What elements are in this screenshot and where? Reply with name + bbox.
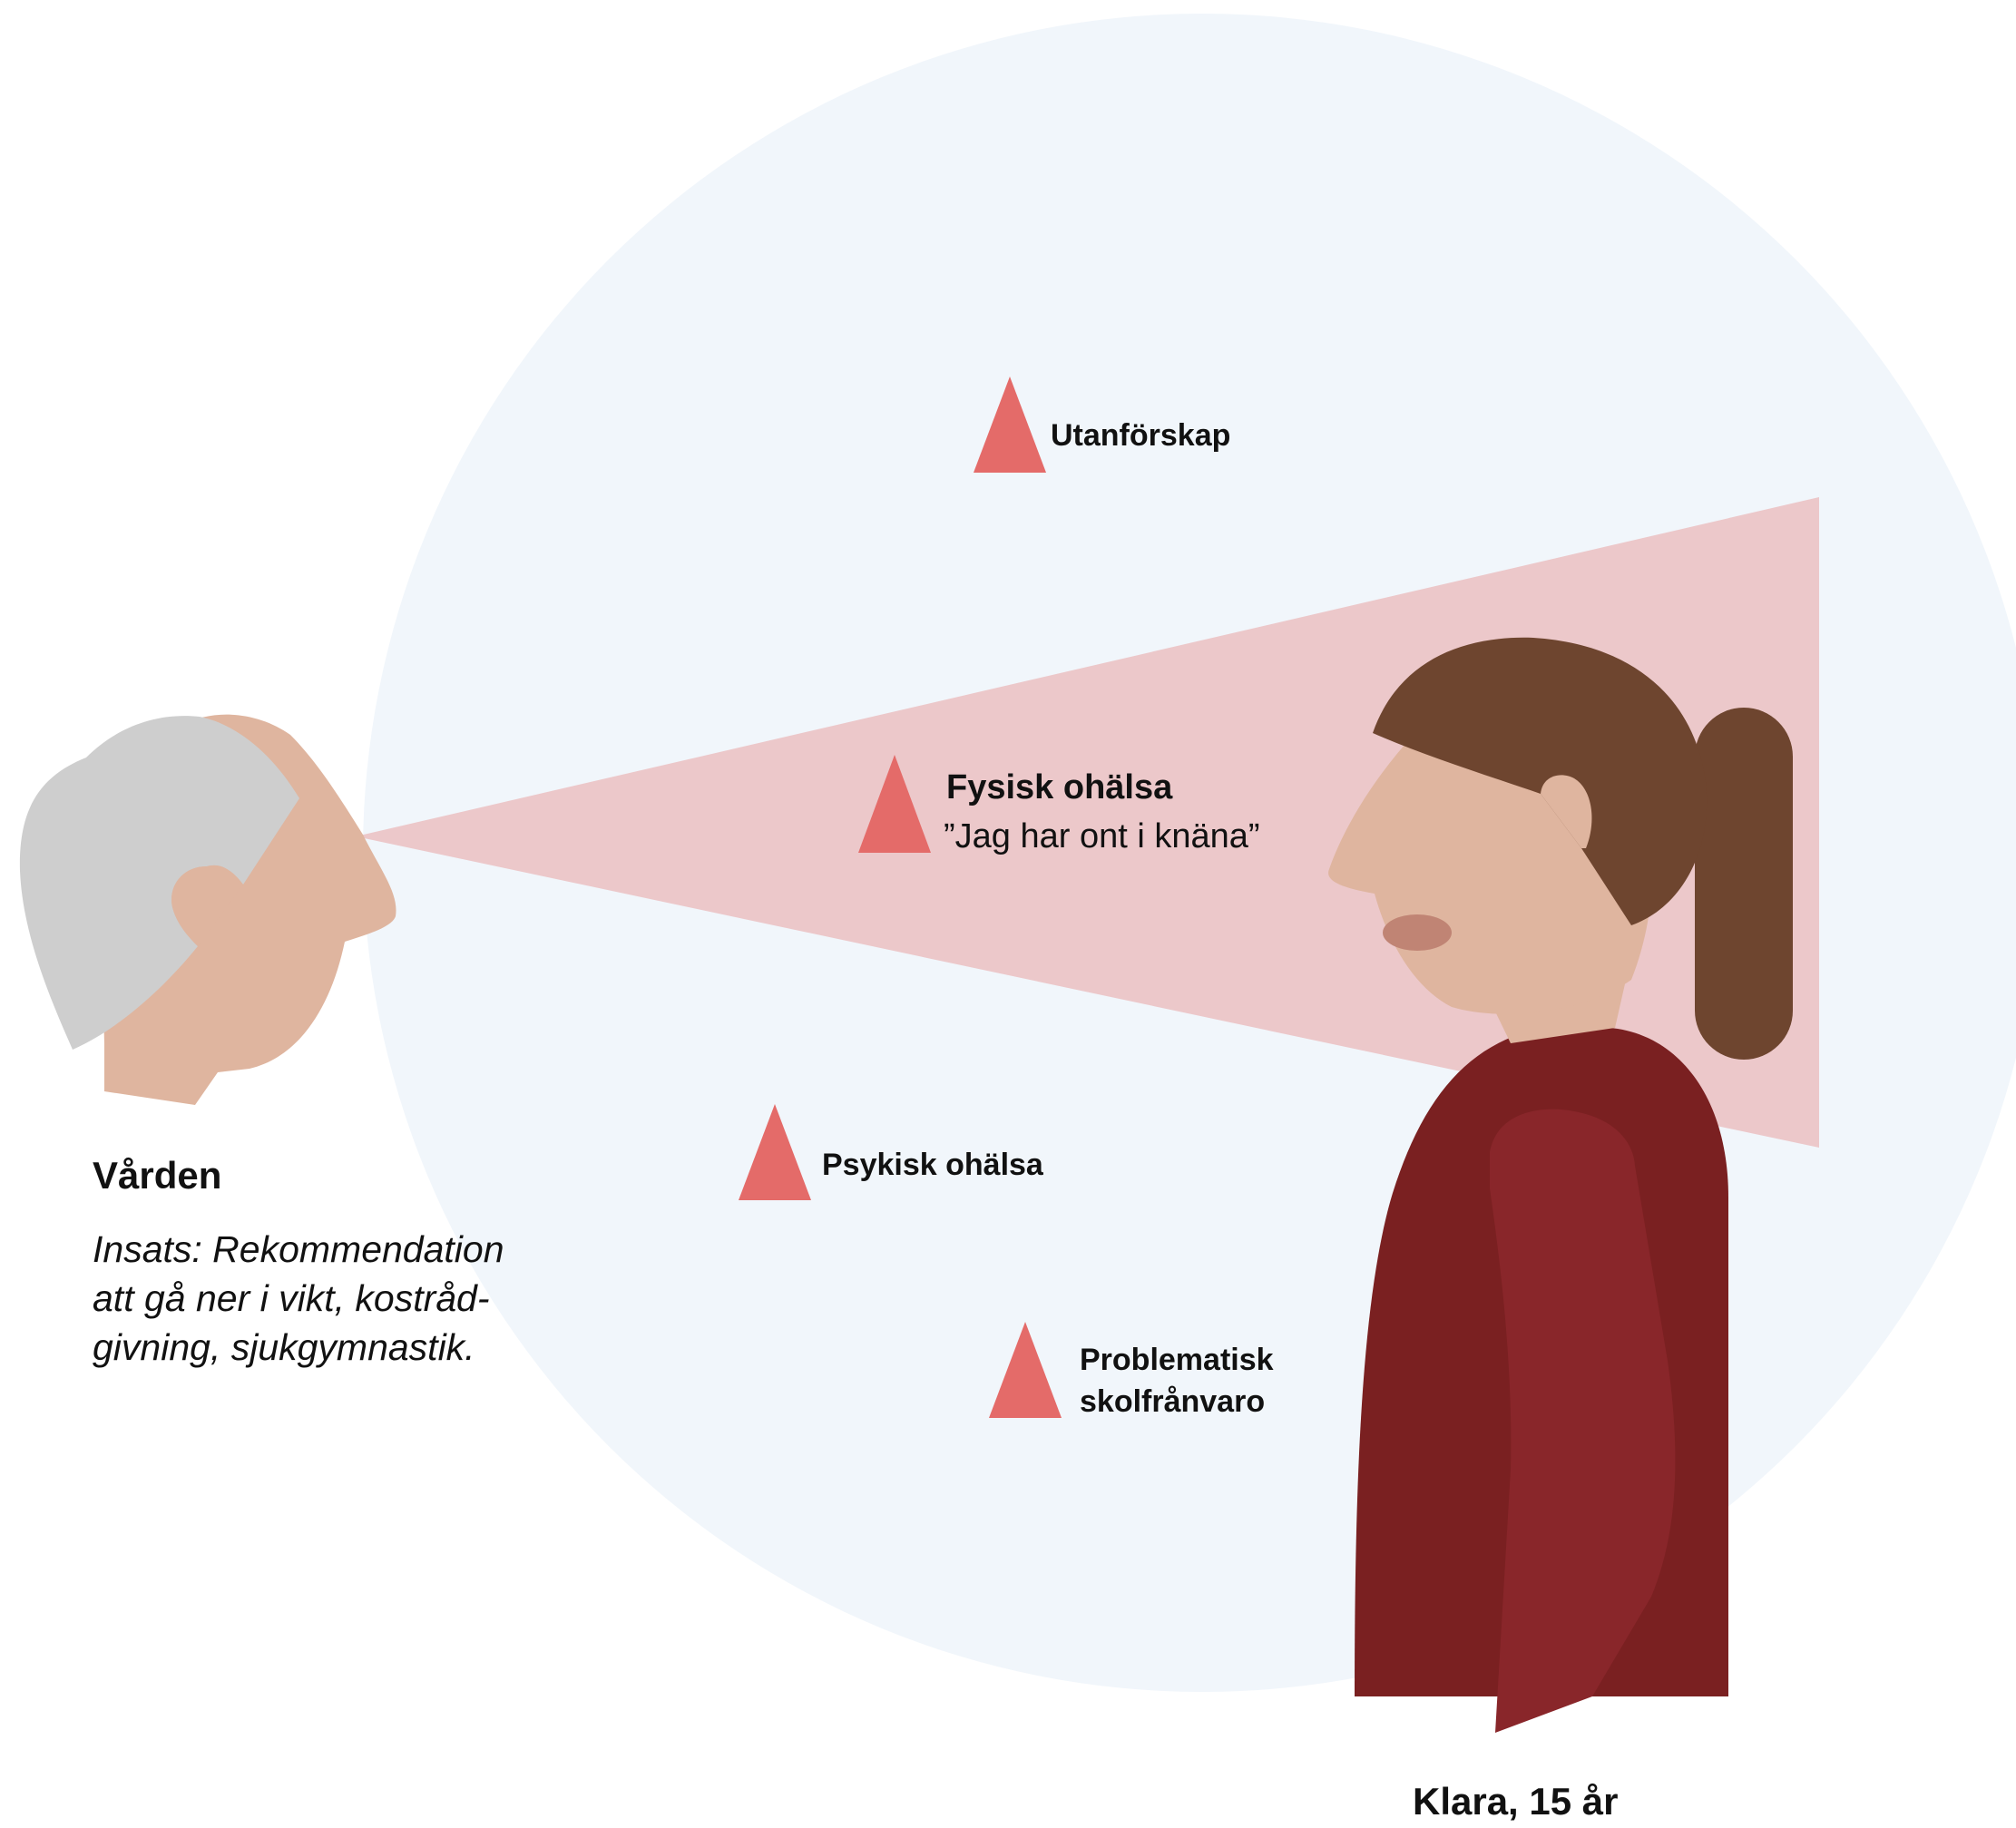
risk-label-skolfranvaro-line1: Problematisk <box>1080 1343 1274 1377</box>
grey-hair <box>19 716 299 1050</box>
observer-intervention-line3: givning, sjukgymnastik. <box>93 1326 475 1368</box>
sleeve <box>1490 1109 1676 1733</box>
warning-triangle-icon <box>858 755 931 853</box>
warning-triangle-icon <box>989 1322 1062 1418</box>
lips <box>1383 914 1452 951</box>
subject-figure <box>1328 637 1793 1733</box>
risk-label-psykisk-ohalsa: Psykisk ohälsa <box>822 1148 1043 1182</box>
subject-name: Klara, 15 år <box>1413 1780 1619 1823</box>
observer-head <box>19 714 396 1105</box>
observer-intervention-line1: Insats: Rekommendation <box>93 1228 504 1270</box>
risk-label-utanforskap: Utanförskap <box>1051 418 1231 453</box>
observer-intervention-line2: att gå ner i vikt, kostråd- <box>93 1277 490 1319</box>
observer-ear <box>171 865 243 946</box>
risk-quote-fysisk-ohalsa: ”Jag har ont i knäna” <box>944 817 1260 855</box>
brown-hair <box>1373 637 1708 925</box>
subject-ear <box>1541 775 1592 848</box>
warning-triangle-icon <box>974 376 1046 473</box>
warning-triangle-icon <box>739 1104 811 1200</box>
ponytail <box>1695 708 1793 1060</box>
risk-label-skolfranvaro-line2: skolfrånvaro <box>1080 1384 1266 1419</box>
risk-label-fysisk-ohalsa: Fysisk ohälsa <box>946 768 1173 806</box>
observer-name: Vården <box>93 1154 222 1197</box>
